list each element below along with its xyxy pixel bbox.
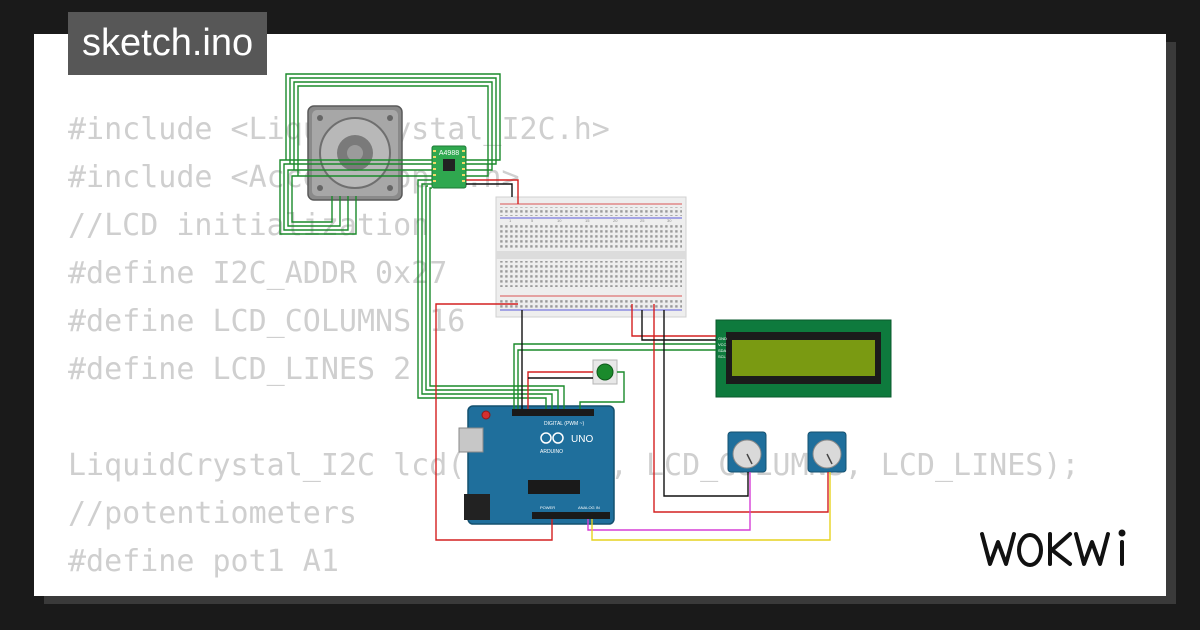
push-button[interactable] — [592, 359, 618, 385]
lcd-display[interactable]: GND VCC SDA SCL — [715, 319, 892, 398]
breadboard[interactable]: 1 5 10 15 20 25 30 — [495, 196, 687, 318]
code-line: #define pot1 A1 — [68, 544, 339, 579]
board-brand-label: ARDUINO — [540, 449, 563, 455]
lcd-pin-label: GND — [718, 336, 727, 341]
breadboard-number: 15 — [585, 218, 590, 223]
breadboard-number: 25 — [640, 218, 645, 223]
breadboard-number: 10 — [557, 218, 562, 223]
a4988-driver-label: A4988 — [439, 150, 459, 157]
a4988-driver[interactable]: A4988 — [431, 145, 467, 189]
code-line: #define I2C_ADDR 0x27 — [68, 256, 448, 291]
code-line: #define pot2 A2 — [68, 586, 1079, 596]
breadboard-number: 20 — [613, 218, 618, 223]
potentiometer-2[interactable] — [807, 431, 847, 473]
wokwi-logo — [980, 529, 1126, 567]
digital-header-label: DIGITAL (PWM ~) — [544, 421, 584, 427]
arduino-uno-board[interactable]: DIGITAL (PWM ~) ARDUINO UNO POWER ANALOG… — [458, 405, 615, 525]
stepper-motor[interactable] — [307, 105, 403, 201]
board-model-label: UNO — [571, 434, 593, 445]
code-line: #define LCD_COLUMNS 16 — [68, 304, 466, 339]
wires — [279, 73, 831, 541]
code-line: //potentiometers — [68, 496, 357, 531]
circuit-diagram: A4988 1 5 10 15 — [279, 73, 892, 541]
analog-header-label: ANALOG IN — [578, 505, 600, 510]
breadboard-number: 30 — [667, 218, 672, 223]
lcd-pin-label: VCC — [718, 342, 727, 347]
potentiometer-1[interactable] — [727, 431, 767, 473]
power-header-label: POWER — [540, 505, 555, 510]
breadboard-number: 5 — [531, 218, 534, 223]
lcd-pin-label: SDA — [718, 348, 727, 353]
code-line: #define LCD_LINES 2 — [68, 352, 412, 387]
preview-card: #include <LiquidCrystal_I2C.h>#include <… — [34, 34, 1166, 596]
breadboard-number: 1 — [509, 218, 512, 223]
lcd-pin-label: SCL — [718, 354, 727, 359]
code-editor: #include <LiquidCrystal_I2C.h>#include <… — [68, 106, 1079, 596]
file-tab[interactable]: sketch.ino — [68, 12, 268, 75]
